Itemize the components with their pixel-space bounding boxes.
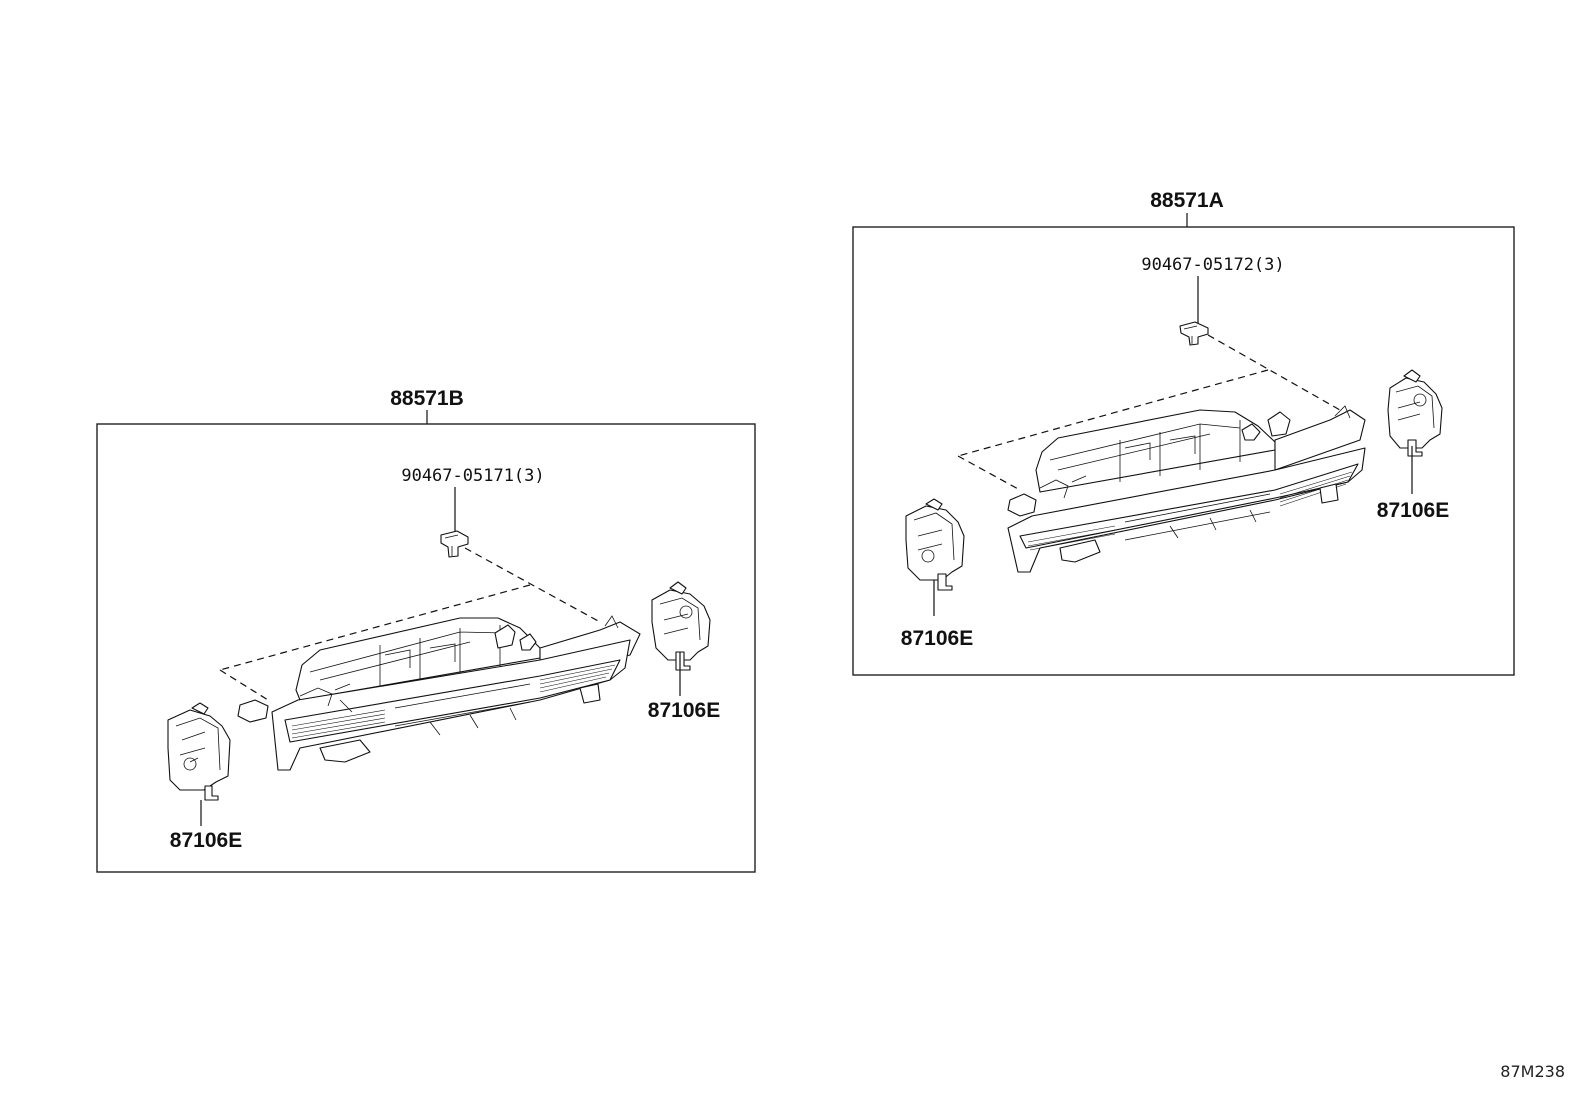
dashed-line-top-2 xyxy=(957,369,1269,457)
screw-label-90467-05171[interactable]: 90467-05171(3) xyxy=(401,466,544,486)
screw-clip-part-left[interactable] xyxy=(440,530,469,558)
dashed-line-left-2 xyxy=(957,455,1021,491)
assembly-label-88571b[interactable]: 88571B xyxy=(390,387,464,410)
servo-label-right-a[interactable]: 87106E xyxy=(901,627,973,650)
servo-actuator-part-left-a[interactable] xyxy=(167,702,231,801)
assembly-88571b: 88571B 90467-05171(3) xyxy=(96,387,756,873)
dashed-line-left xyxy=(219,669,269,701)
assembly-88571a: 88571A 90467-05172(3) xyxy=(852,189,1515,676)
servo-label-left-b[interactable]: 87106E xyxy=(648,699,720,722)
control-panel-part-right[interactable] xyxy=(1007,405,1366,573)
dashed-line-top xyxy=(219,584,531,671)
screw-clip-part-right[interactable] xyxy=(1179,321,1209,346)
figure-reference: 87M238 xyxy=(1500,1062,1565,1081)
assembly-label-88571a[interactable]: 88571A xyxy=(1150,189,1224,212)
servo-label-right-b[interactable]: 87106E xyxy=(1377,499,1449,522)
servo-label-left-a[interactable]: 87106E xyxy=(170,829,242,852)
servo-actuator-part-right-a[interactable] xyxy=(905,498,965,591)
assembly-frame-88571a xyxy=(852,226,1515,676)
servo-actuator-part-left-b[interactable] xyxy=(651,581,711,671)
servo-actuator-part-right-b[interactable] xyxy=(1387,369,1443,457)
control-panel-part-left[interactable] xyxy=(237,615,641,771)
dashed-line-screw-right xyxy=(464,547,601,623)
dashed-line-screw-right-2 xyxy=(1207,334,1341,411)
assembly-frame-88571b xyxy=(96,423,756,873)
screw-label-90467-05172[interactable]: 90467-05172(3) xyxy=(1141,255,1284,275)
